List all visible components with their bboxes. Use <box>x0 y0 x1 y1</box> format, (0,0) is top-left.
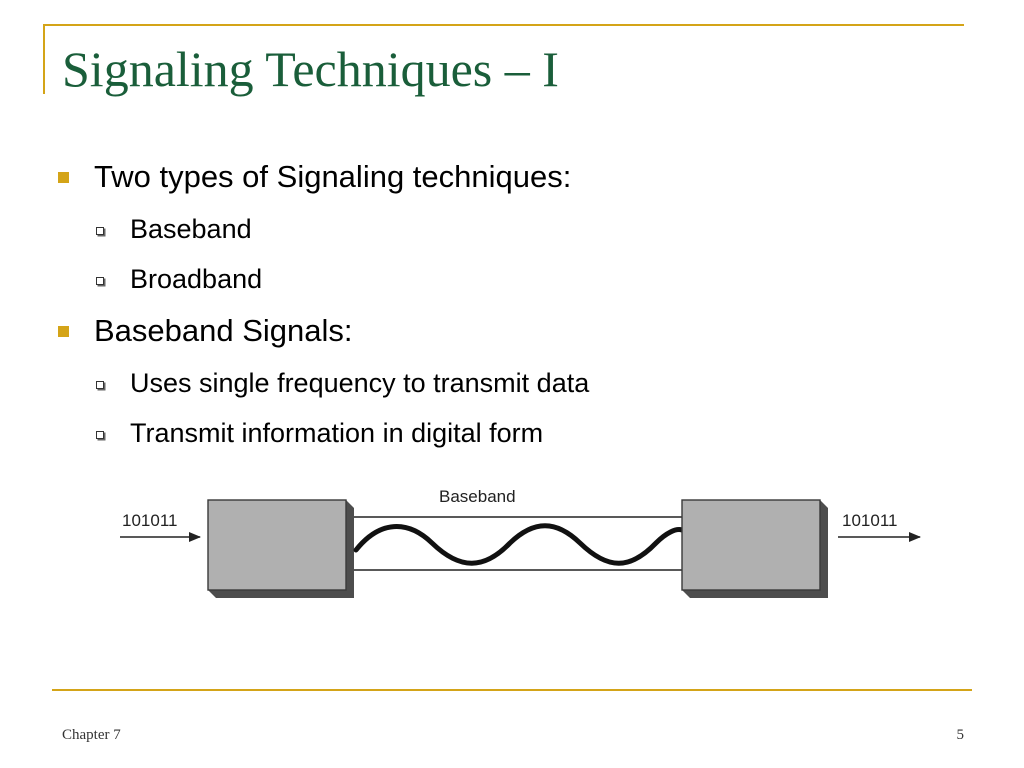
sine-wave-signal <box>353 523 685 566</box>
footer-divider <box>52 689 972 691</box>
output-bits-label: 101011 <box>842 511 897 530</box>
sub-bullet-text: Baseband <box>130 214 252 244</box>
sub-bullet-item: Baseband <box>56 204 956 254</box>
sub-bullet-item: Transmit information in digital form <box>56 408 956 458</box>
sub-bullet-text: Transmit information in digital form <box>130 418 544 448</box>
left-device-box <box>207 499 354 598</box>
hollow-square-bullet-icon <box>96 431 104 439</box>
square-bullet-icon <box>58 326 69 337</box>
sub-bullet-text: Broadband <box>130 264 263 294</box>
right-device-box <box>681 499 828 598</box>
bullet-item: Baseband Signals: <box>56 304 956 358</box>
bullet-list: Two types of Signaling techniques: Baseb… <box>56 150 956 458</box>
bullet-text: Two types of Signaling techniques: <box>94 159 572 194</box>
baseband-diagram: 101011 Baseband 101011 <box>120 487 921 598</box>
page-number: 5 <box>956 727 965 743</box>
slide-title: Signaling Techniques – I <box>62 41 559 97</box>
sub-bullet-item: Uses single frequency to transmit data <box>56 358 956 408</box>
hollow-square-bullet-icon <box>96 381 104 389</box>
left-border-line <box>43 24 45 94</box>
sub-bullet-text: Uses single frequency to transmit data <box>130 368 590 398</box>
bullet-item: Two types of Signaling techniques: <box>56 150 956 204</box>
bullet-text: Baseband Signals: <box>94 313 353 348</box>
square-bullet-icon <box>58 172 69 183</box>
hollow-square-bullet-icon <box>96 277 104 285</box>
input-bits-label: 101011 <box>122 511 177 530</box>
sub-bullet-item: Broadband <box>56 254 956 304</box>
top-border-line <box>43 24 964 26</box>
chapter-label: Chapter 7 <box>62 727 121 743</box>
hollow-square-bullet-icon <box>96 227 104 235</box>
medium-label: Baseband <box>439 487 516 506</box>
